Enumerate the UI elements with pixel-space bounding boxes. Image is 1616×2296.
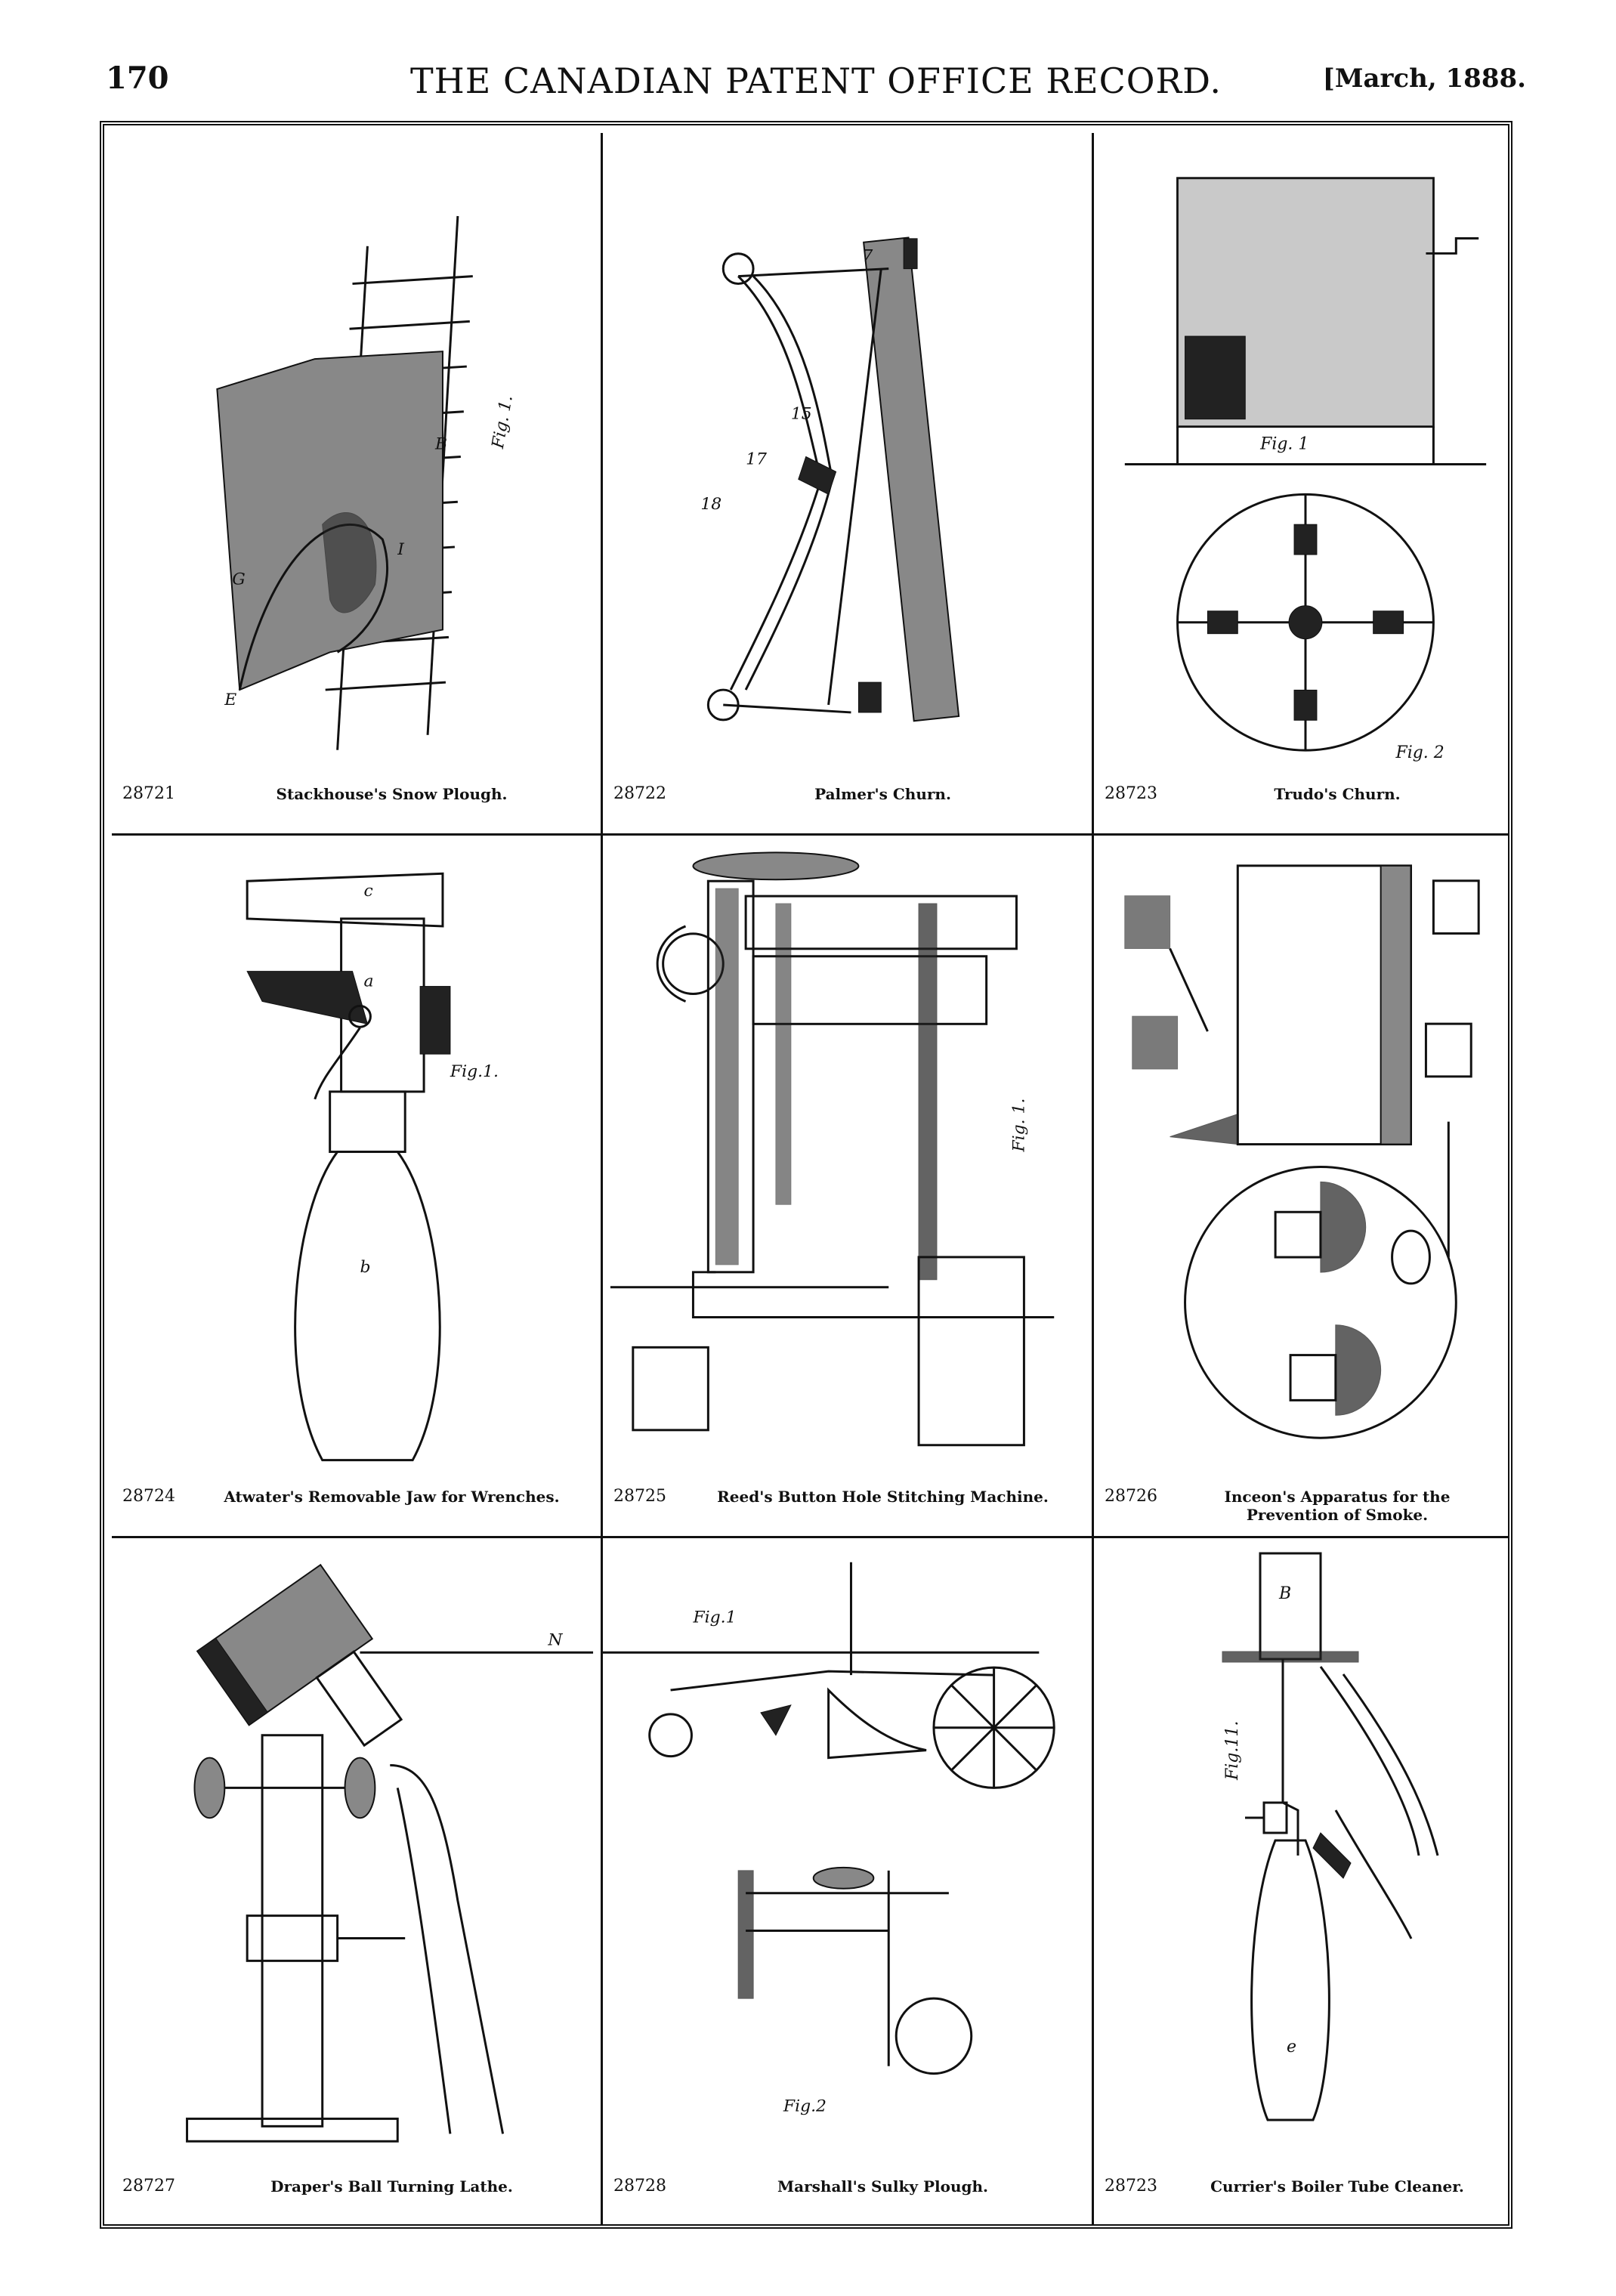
patent-title: Currier's Boiler Tube Cleaner. (1210, 2177, 1464, 2196)
patent-caption: 28728 Marshall's Sulky Plough. (603, 2177, 1092, 2217)
journal-title: THE CANADIAN PATENT OFFICE RECORD. (409, 60, 1222, 101)
sulky-plough-illustration: Fig.1 Fig.2 (603, 1562, 1055, 2115)
snow-plough-illustration: Fig. 1. G I E B (216, 215, 517, 750)
patent-cell-28726: 28726 Inceon's Apparatus for the Prevent… (1094, 836, 1509, 1538)
patent-caption: 28725 Reed's Button Hole Stitching Machi… (603, 1488, 1092, 1527)
fig2-label: Fig.2 (783, 2097, 827, 2115)
patent-caption: 28724 Atwater's Removable Jaw for Wrench… (112, 1488, 601, 1527)
fig-label: Fig. 1. (489, 394, 517, 450)
patent-caption: 28727 Draper's Ball Turning Lathe. (112, 2177, 601, 2217)
svg-text:I: I (397, 540, 404, 559)
svg-text:G: G (232, 570, 245, 589)
trudo-churn-illustration: Fig. 1 Fig. 2 (1124, 177, 1487, 762)
patent-cell-28727: N 28727 Draper's Ball Turning Lathe. (112, 1538, 603, 2226)
svg-text:7: 7 (862, 247, 873, 266)
svg-text:a: a (363, 972, 373, 991)
svg-text:B: B (1278, 1584, 1291, 1603)
patent-cell-28722: 18 17 15 7 28722 Palmer's Churn. (603, 133, 1094, 836)
patent-number: 28728 (613, 2177, 666, 2196)
patent-title: Inceon's Apparatus for the Prevention of… (1224, 1488, 1451, 1524)
patent-number: 28724 (122, 1487, 175, 1506)
page-header: 170 THE CANADIAN PATENT OFFICE RECORD. [… (106, 53, 1526, 106)
patent-number: 28722 (613, 784, 666, 803)
patent-title: Reed's Button Hole Stitching Machine. (717, 1488, 1049, 1506)
svg-text:17: 17 (746, 450, 767, 468)
svg-text:E: E (224, 691, 236, 709)
patent-caption: 28721 Stackhouse's Snow Plough. (112, 785, 601, 824)
wrench-jaw-illustration: Fig.1. b c a (246, 872, 499, 1462)
svg-text:15: 15 (791, 405, 812, 424)
fig1-label: Fig. 1 (1259, 435, 1309, 454)
svg-text:b: b (360, 1258, 370, 1277)
patent-title: Atwater's Removable Jaw for Wrenches. (224, 1488, 560, 1506)
patent-caption: 28722 Palmer's Churn. (603, 785, 1092, 824)
patent-title: Trudo's Churn. (1274, 785, 1401, 803)
tube-cleaner-illustration: Fig.11. Be (1222, 1552, 1439, 2121)
page-number: 170 (106, 60, 169, 96)
patent-cell-28728: Fig.1 Fig.2 28728 Marshal (603, 1538, 1094, 2226)
patent-cell-28725: Fig. 1. 28725 Reed's Button Hole Stitchi… (603, 836, 1094, 1538)
patent-number: 28721 (122, 784, 175, 803)
svg-text:c: c (363, 882, 372, 901)
patent-grid: Fig. 1. G I E B 28721 Stackhouse's Snow Pl… (112, 133, 1509, 2226)
issue-date: [March, 1888. (1322, 63, 1526, 94)
fig1-label: Fig.1 (692, 1608, 736, 1627)
patent-caption: 28723 Currier's Boiler Tube Cleaner. (1094, 2177, 1509, 2217)
patent-number: 28723 (1105, 784, 1157, 803)
patent-title: Marshall's Sulky Plough. (777, 2177, 988, 2196)
svg-text:e: e (1287, 2038, 1296, 2057)
svg-text:B: B (434, 435, 447, 454)
fig-label: Fig.11. (1223, 1721, 1242, 1781)
fig-label: Fig.1. (450, 1062, 499, 1081)
svg-text:N: N (547, 1630, 563, 1649)
smoke-prevention-illustration (1124, 864, 1480, 1439)
svg-text:18: 18 (700, 495, 721, 514)
patent-cell-28723: Fig. 1 Fig. 2 28723 Trudo's Churn. (1094, 133, 1509, 836)
patent-title: Stackhouse's Snow Plough. (276, 785, 508, 803)
palmer-churn-illustration: 18 17 15 7 (700, 236, 960, 722)
patent-number: 28727 (122, 2177, 175, 2196)
patent-title: Draper's Ball Turning Lathe. (270, 2177, 513, 2196)
patent-caption: 28726 Inceon's Apparatus for the Prevent… (1094, 1488, 1509, 1527)
fig2-label: Fig. 2 (1395, 743, 1445, 762)
patent-cell-28721: Fig. 1. G I E B 28721 Stackhouse's Snow Pl… (112, 133, 603, 836)
ball-turning-lathe-illustration: N (186, 1563, 594, 2143)
patent-cell-28724: Fig.1. b c a 28724 Atwater's Removable Jaw… (112, 836, 603, 1538)
patent-number: 28725 (613, 1487, 666, 1506)
patent-number: 28723 (1105, 2177, 1157, 2196)
button-hole-machine-illustration: Fig. 1. (610, 851, 1055, 1447)
fig-label: Fig. 1. (1009, 1099, 1028, 1153)
patent-title: Palmer's Churn. (814, 785, 951, 803)
patent-plates-frame: Fig. 1. G I E B 28721 Stackhouse's Snow Pl… (100, 121, 1512, 2229)
patent-caption: 28723 Trudo's Churn. (1094, 785, 1509, 824)
patent-number: 28726 (1105, 1487, 1157, 1506)
